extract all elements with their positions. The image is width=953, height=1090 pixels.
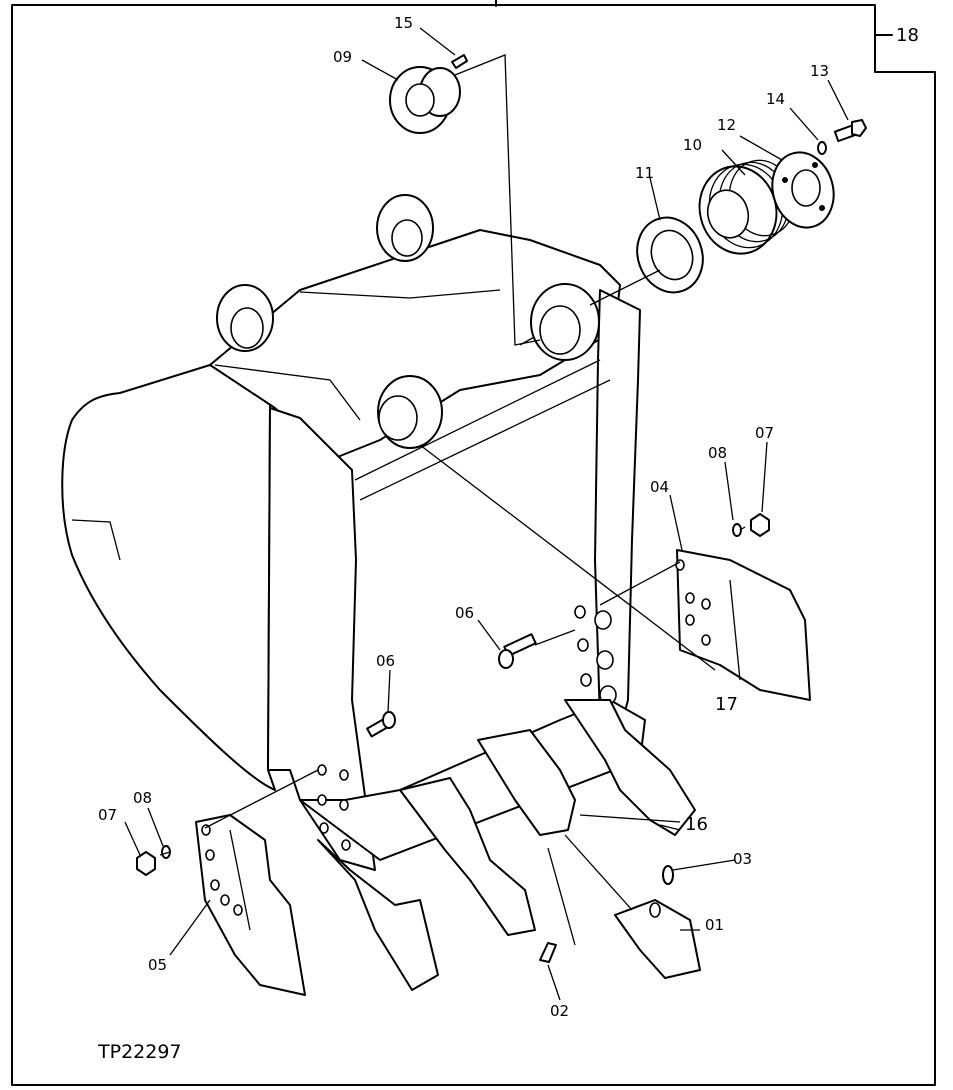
callout-08-left: 08 [133,789,152,807]
part-01-tooth [614,899,701,979]
part-02-pin [539,942,557,963]
callout-labels: 18 15 09 13 14 12 10 11 07 08 04 06 06 1… [98,14,919,1020]
callout-01: 01 [705,916,724,934]
part-06-bolt-right [498,633,537,669]
callout-04: 04 [650,478,669,496]
callout-05: 05 [148,956,167,974]
callout-06-left: 06 [376,652,395,670]
bucket-teeth [317,699,696,991]
part-13-bolt [833,119,867,143]
callout-11: 11 [635,164,654,182]
part-03-lock [662,865,674,885]
side-plate-holes-left [317,764,351,851]
part-09-dust-seal [389,66,461,134]
diagram-frame [11,4,936,1086]
callout-08-right: 08 [708,444,727,462]
callout-18: 18 [896,25,919,46]
part-12-retainer-plate [771,151,835,229]
figure-id: TP22297 [97,1041,182,1063]
part-07-nut-right [750,513,770,537]
part-11-shim [636,216,704,294]
part-08-washer-right [732,523,742,537]
callout-07-right: 07 [755,424,774,442]
callout-10: 10 [683,136,702,154]
part-05-side-cutter-left [195,814,306,996]
callout-leaders [124,27,849,1001]
side-plate-holes-right [574,605,617,705]
callout-12: 12 [717,116,736,134]
callout-03: 03 [733,850,752,868]
part-15-grease-fitting [451,54,468,69]
part-10-bushing [698,159,796,255]
callout-13: 13 [810,62,829,80]
bucket-body [61,194,646,871]
part-06-bolt-left [366,711,396,738]
part-07-nut-left [136,851,156,876]
callout-15: 15 [394,14,413,32]
callout-14: 14 [766,90,785,108]
assembly-guide-lines [159,54,746,946]
callout-02: 02 [550,1002,569,1020]
callout-17: 17 [715,694,738,715]
callout-07-left: 07 [98,806,117,824]
callout-16: 16 [685,814,708,835]
callout-09: 09 [333,48,352,66]
callout-06-right: 06 [455,604,474,622]
part-14-lock-washer [817,141,827,155]
part-04-side-cutter-right [675,549,811,701]
